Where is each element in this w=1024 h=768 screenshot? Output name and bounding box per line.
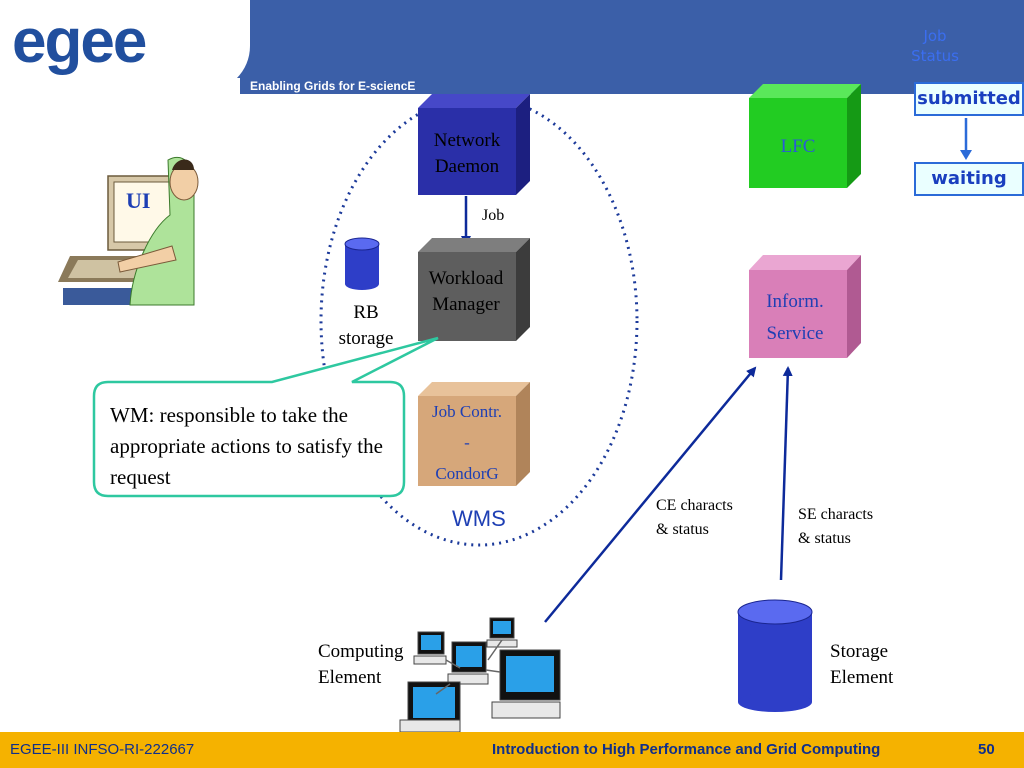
- status-flow-arrowhead: [960, 150, 972, 160]
- footer-title: Introduction to High Performance and Gri…: [492, 741, 881, 758]
- storage-element-line1: Storage: [830, 641, 889, 662]
- rb-storage-label: RB storage: [330, 300, 402, 352]
- computer-icon: [447, 641, 489, 685]
- job-controller-line2: -: [464, 433, 470, 452]
- inform-line1: Inform.: [766, 291, 824, 312]
- footer-bar: [0, 732, 1024, 768]
- status-waiting: waiting: [914, 162, 1024, 196]
- lfc-label: LFC: [780, 136, 816, 157]
- network-daemon-cube: [418, 94, 530, 195]
- workload-manager-cube: [418, 238, 530, 341]
- se-characts-line1: SE characts: [798, 506, 874, 523]
- computing-element-line1: Computing: [318, 641, 404, 662]
- page-number: 50: [978, 741, 995, 758]
- callout-bubble: [92, 336, 439, 498]
- job-arrow-label: Job: [482, 207, 505, 224]
- computing-element-line2: Element: [318, 667, 382, 688]
- inform-service-label: Inform. Service: [749, 286, 841, 350]
- wms-label: WMS: [452, 506, 506, 531]
- se-characts-line2: & status: [798, 530, 851, 547]
- workload-manager-label: Workload Manager: [428, 268, 504, 315]
- ui-label: UI: [126, 188, 151, 213]
- computing-element-illustration: [399, 617, 561, 733]
- rb-storage-cylinder: [344, 237, 380, 290]
- job-controller-line3: CondorG: [435, 464, 499, 483]
- storage-element-cylinder: [737, 599, 813, 712]
- storage-element-label: Storage Element: [830, 639, 893, 691]
- computing-element-label: Computing Element: [318, 639, 404, 691]
- se-to-inform-arrow: [779, 366, 793, 581]
- rb-storage-line1: RB: [353, 302, 379, 323]
- computer-icon: [413, 631, 447, 665]
- lfc-cube: [749, 84, 861, 188]
- logo-container: [0, 0, 250, 92]
- wms-boundary: [319, 95, 639, 547]
- tagline: Enabling Grids for E-sciencE: [250, 79, 416, 93]
- ce-characts-line2: & status: [656, 521, 709, 538]
- status-submitted: submitted: [914, 82, 1024, 116]
- footer-project: EGEE-III INFSO-RI-222667: [10, 741, 195, 758]
- job-controller-cube: [418, 382, 530, 486]
- network-daemon-label: Network Daemon: [433, 130, 501, 177]
- job-controller-line1: Job Contr.: [432, 402, 502, 421]
- ce-characts-label: CE characts & status: [656, 494, 733, 542]
- computer-icon: [491, 649, 561, 719]
- job-controller-label: Job Contr. - CondorG: [418, 396, 516, 489]
- callout-text: WM: responsible to take the appropriate …: [110, 403, 383, 489]
- storage-element-line2: Element: [830, 667, 894, 688]
- job-status-title: Job Status: [911, 27, 959, 65]
- egee-logo: egee: [12, 7, 147, 76]
- computer-icon: [399, 681, 461, 733]
- computer-icon: [486, 617, 518, 648]
- inform-line2: Service: [766, 323, 824, 344]
- ui-workstation-illustration: [58, 157, 199, 306]
- ce-characts-line1: CE characts: [656, 497, 733, 514]
- se-characts-label: SE characts & status: [798, 503, 873, 551]
- inform-service-cube: [749, 255, 861, 358]
- ce-to-inform-arrow: [544, 366, 757, 623]
- rb-storage-line2: storage: [338, 328, 394, 349]
